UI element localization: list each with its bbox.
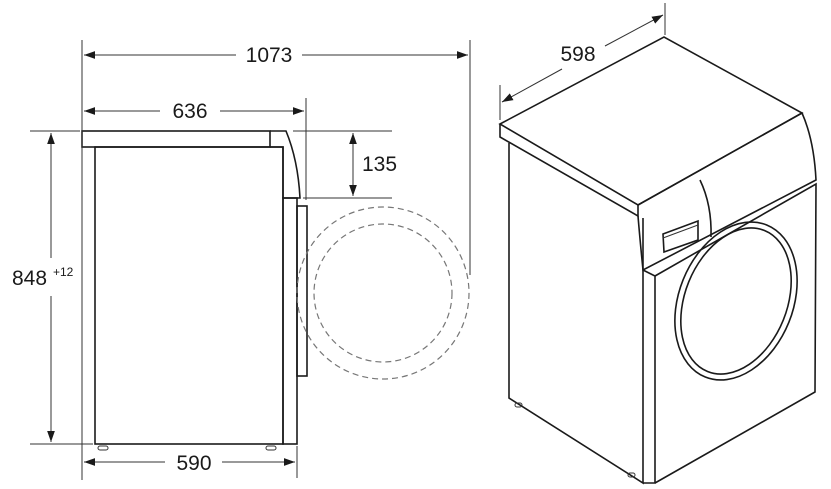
isometric-view [498,36,817,485]
dimension-848: 848 +12 [12,133,74,442]
side-view [81,130,470,451]
control-panel [637,111,817,272]
label-135: 135 [362,153,397,176]
top-slab-edge [499,124,639,218]
foot-left [514,402,523,408]
top-slab [81,130,271,148]
door-swing-inner [313,223,453,363]
dimension-590: 590 [84,452,295,475]
label-1073: 1073 [246,44,293,67]
label-636: 636 [172,100,207,123]
side-face [508,143,644,485]
label-598: 598 [560,43,595,66]
top-face [498,36,804,206]
label-848-tolerance: +12 [53,265,74,279]
foot-rear [97,445,109,451]
dimension-1073: 1073 [84,44,468,67]
control-panel-profile [270,130,301,199]
door-inner [680,227,792,375]
front-left-edge [642,269,656,484]
label-590: 590 [176,452,211,475]
dimension-598: 598 [499,3,666,120]
label-848: 848 [12,267,47,290]
door-closed [296,205,308,377]
front-panel [282,197,298,445]
extension-lines [30,40,471,480]
detergent-drawer [662,219,699,254]
panel-divider [699,179,712,238]
door-outer [674,221,798,381]
side-body [94,146,284,445]
foot-front [265,445,277,451]
foot-right [627,472,636,478]
dimension-636: 636 [84,100,304,123]
dimension-135: 135 [349,133,397,196]
door-swing-outer [296,206,470,380]
